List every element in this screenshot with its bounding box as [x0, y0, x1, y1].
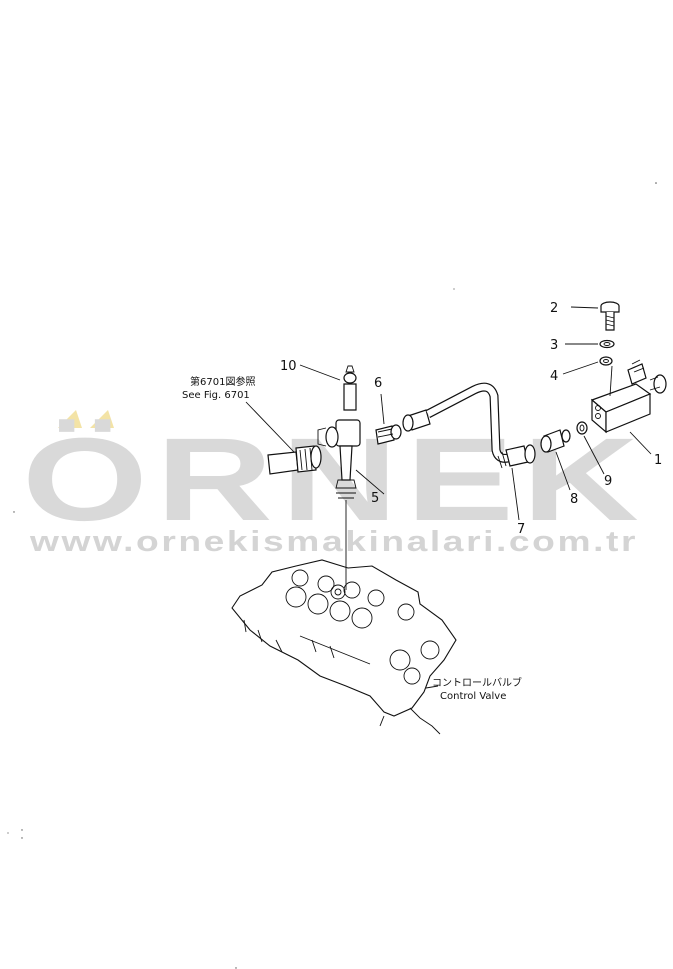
callout-numbers: 1 2 3 4 5 6 7 8 9 10	[280, 301, 662, 537]
callout-3: 3	[550, 338, 558, 353]
fitting-8-part	[540, 429, 571, 453]
callout-7: 7	[517, 522, 525, 537]
control-valve-drawing	[231, 559, 457, 735]
watermark-accent-right	[90, 410, 114, 428]
callout-10: 10	[280, 359, 297, 374]
control-valve-jp: コントロールバルブ	[432, 676, 522, 689]
left-hose-part	[267, 445, 322, 475]
fig-ref-jp: 第6701図参照	[190, 375, 255, 388]
fig-ref-en: See Fig. 6701	[182, 390, 250, 401]
washer-9-part	[576, 421, 588, 435]
block-1-part	[590, 359, 667, 434]
scan-specks	[7, 182, 657, 969]
hose-7-part	[402, 382, 536, 469]
fitting-6-part	[375, 424, 402, 445]
tee-fitting-part	[317, 365, 361, 590]
callout-2: 2	[550, 301, 558, 316]
leader-lines	[245, 306, 652, 689]
callout-4: 4	[550, 369, 558, 384]
callout-1: 1	[654, 453, 662, 468]
watermark-accent-left	[58, 410, 82, 428]
reference-labels: 第6701図参照 See Fig. 6701 コントロールバルブ Control…	[182, 375, 522, 702]
callout-8: 8	[570, 492, 578, 507]
callout-5: 5	[371, 491, 379, 506]
callout-6: 6	[374, 376, 382, 391]
washer-3-part	[599, 339, 615, 349]
watermark-url: www.ornekismakinalari.com.tr	[29, 526, 638, 558]
control-valve-en: Control Valve	[440, 691, 506, 702]
bolt-2-part	[600, 301, 620, 331]
washer-4-part	[599, 356, 613, 366]
callout-9: 9	[604, 474, 612, 489]
